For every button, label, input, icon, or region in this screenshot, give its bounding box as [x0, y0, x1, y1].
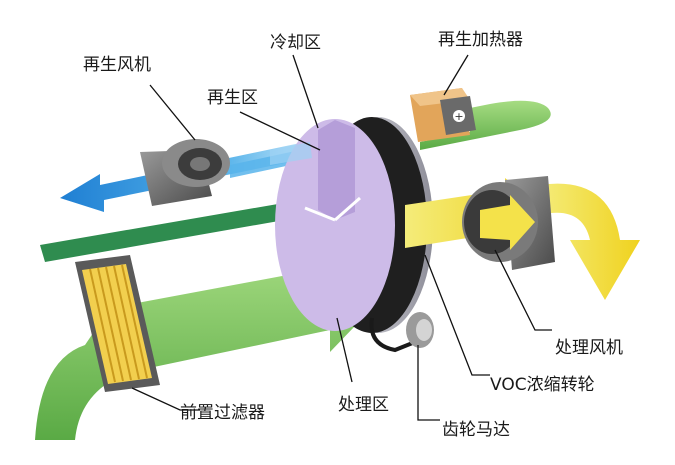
voc-wheel-label: VOC浓缩转轮 — [490, 375, 595, 395]
regen-zone-label: 再生区 — [207, 88, 258, 108]
pre-filter-label: 前置过滤器 — [180, 403, 265, 423]
heater-icon: + — [410, 88, 476, 142]
svg-text:+: + — [454, 110, 463, 123]
cooling-zone-label: 冷却区 — [270, 33, 321, 53]
gear-motor-label: 齿轮马达 — [442, 420, 510, 440]
filter-icon — [75, 255, 160, 392]
regen-fan-label: 再生风机 — [83, 55, 151, 75]
process-fan-icon — [462, 176, 555, 270]
leader-lines — [131, 54, 552, 421]
regen-heater-label: 再生加热器 — [438, 30, 523, 50]
process-fan-label: 处理风机 — [555, 338, 623, 358]
process-zone-label: 处理区 — [338, 395, 389, 415]
motor-icon — [369, 312, 434, 353]
regen-fan-icon — [140, 139, 230, 206]
wheel-icon — [275, 117, 433, 333]
